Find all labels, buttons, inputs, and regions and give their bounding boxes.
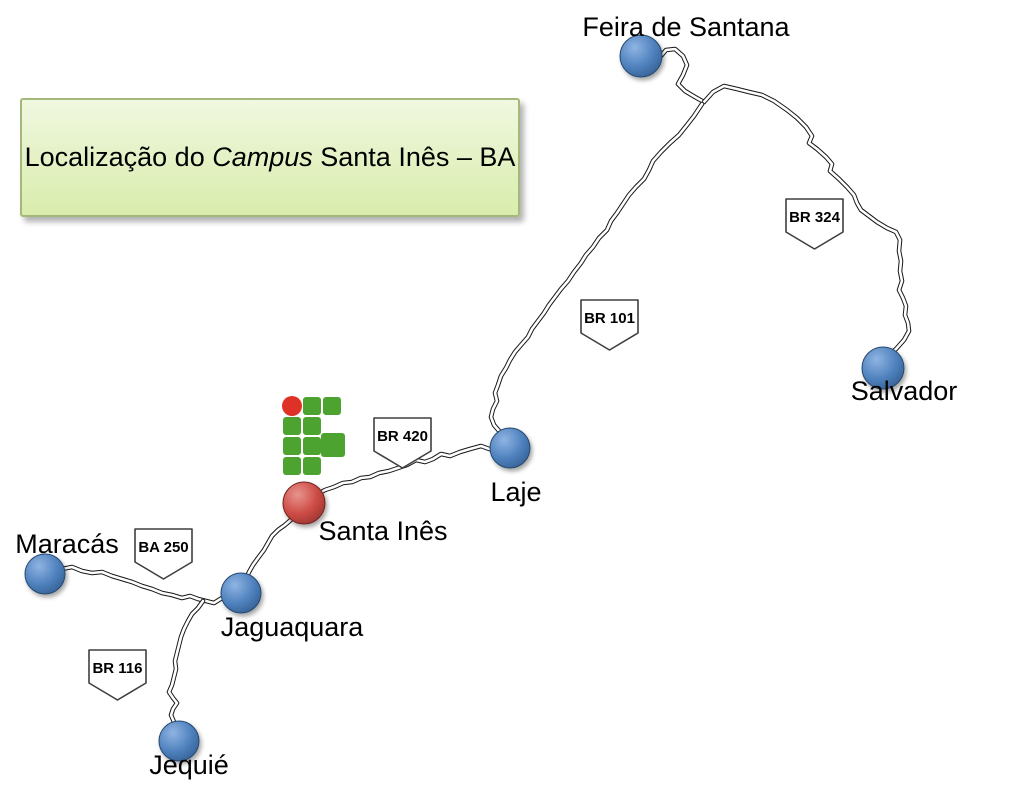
title-suffix: Santa Inês – BA (312, 142, 516, 172)
road-casing (488, 101, 705, 441)
road-centerline (167, 599, 205, 724)
campus-logo-icon (282, 396, 345, 475)
city-label-maracas: Maracás (15, 529, 119, 559)
road-centerline (654, 47, 706, 104)
city-marker-salvador: Salvador (851, 346, 958, 406)
city-label-feira-de-santana: Feira de Santana (582, 12, 790, 42)
highway-sign-label: BR 420 (377, 428, 428, 445)
logo-square (283, 437, 301, 455)
city-marker-laje: Laje (489, 427, 542, 507)
page-title: Localização do Campus Santa Inês – BA (25, 142, 516, 173)
logo-square (283, 417, 301, 435)
city-label-laje: Laje (490, 477, 541, 507)
highway-sign-br-324: BR 324 (785, 198, 844, 250)
marker-dot (282, 481, 326, 525)
city-marker-jaguaquara: Jaguaquara (220, 572, 365, 642)
city-marker-jequie: Jequié (149, 720, 229, 780)
city-label-santa-ines: Santa Inês (318, 516, 447, 546)
city-marker-maracas: Maracás (15, 529, 119, 595)
logo-square (303, 437, 321, 455)
road-centerline (244, 516, 295, 581)
highway-sign-label: BR 116 (92, 660, 142, 677)
marker-dot (861, 346, 905, 390)
highway-sign-label: BA 250 (138, 539, 188, 556)
city-label-salvador: Salvador (851, 376, 958, 406)
marker-dot (24, 553, 66, 595)
city-label-jequie: Jequié (149, 750, 229, 780)
highway-sign-br-101: BR 101 (580, 299, 639, 351)
road-casing (653, 46, 707, 105)
city-marker-feira-de-santana: Feira de Santana (582, 12, 791, 78)
road-road-ba-250 (59, 564, 241, 606)
road-centerline (702, 84, 911, 359)
title-box: Localização do Campus Santa Inês – BA (20, 98, 520, 217)
highway-sign-ba-250: BA 250 (134, 528, 193, 580)
road-casing (243, 515, 296, 582)
logo-square (303, 457, 321, 475)
road-road-santa-ines-jaguaquara (243, 515, 296, 582)
road-road-br-101 (488, 101, 705, 441)
campus-marker-santa-ines: Santa Inês (282, 481, 448, 546)
highway-shield-icon (373, 417, 432, 469)
highway-shield-icon (134, 528, 193, 580)
marker-dot (158, 720, 200, 762)
marker-dot (619, 34, 663, 78)
title-campus-italic: Campus (212, 142, 313, 172)
city-label-jaguaquara: Jaguaquara (221, 612, 365, 642)
road-centerline (489, 102, 704, 440)
road-centerline (60, 565, 240, 605)
highway-sign-label: BR 324 (789, 209, 841, 226)
title-prefix: Localização do (24, 142, 213, 172)
road-feira-access-road (653, 46, 707, 105)
logo-square (323, 397, 341, 415)
highway-sign-label: BR 101 (584, 310, 635, 327)
road-road-br-116 (166, 598, 206, 725)
highway-shield-icon (88, 649, 147, 701)
marker-dot (489, 427, 531, 469)
logo-square (303, 397, 321, 415)
logo-square (321, 433, 345, 457)
marker-dot (220, 572, 262, 614)
highway-shield-icon (580, 299, 639, 351)
road-road-br-324 (701, 83, 912, 360)
logo-square (283, 457, 301, 475)
highway-sign-br-420: BR 420 (373, 417, 432, 469)
highway-sign-br-116: BR 116 (88, 649, 147, 701)
logo-dot (282, 396, 302, 416)
highway-shield-icon (785, 198, 844, 250)
logo-square (303, 417, 321, 435)
